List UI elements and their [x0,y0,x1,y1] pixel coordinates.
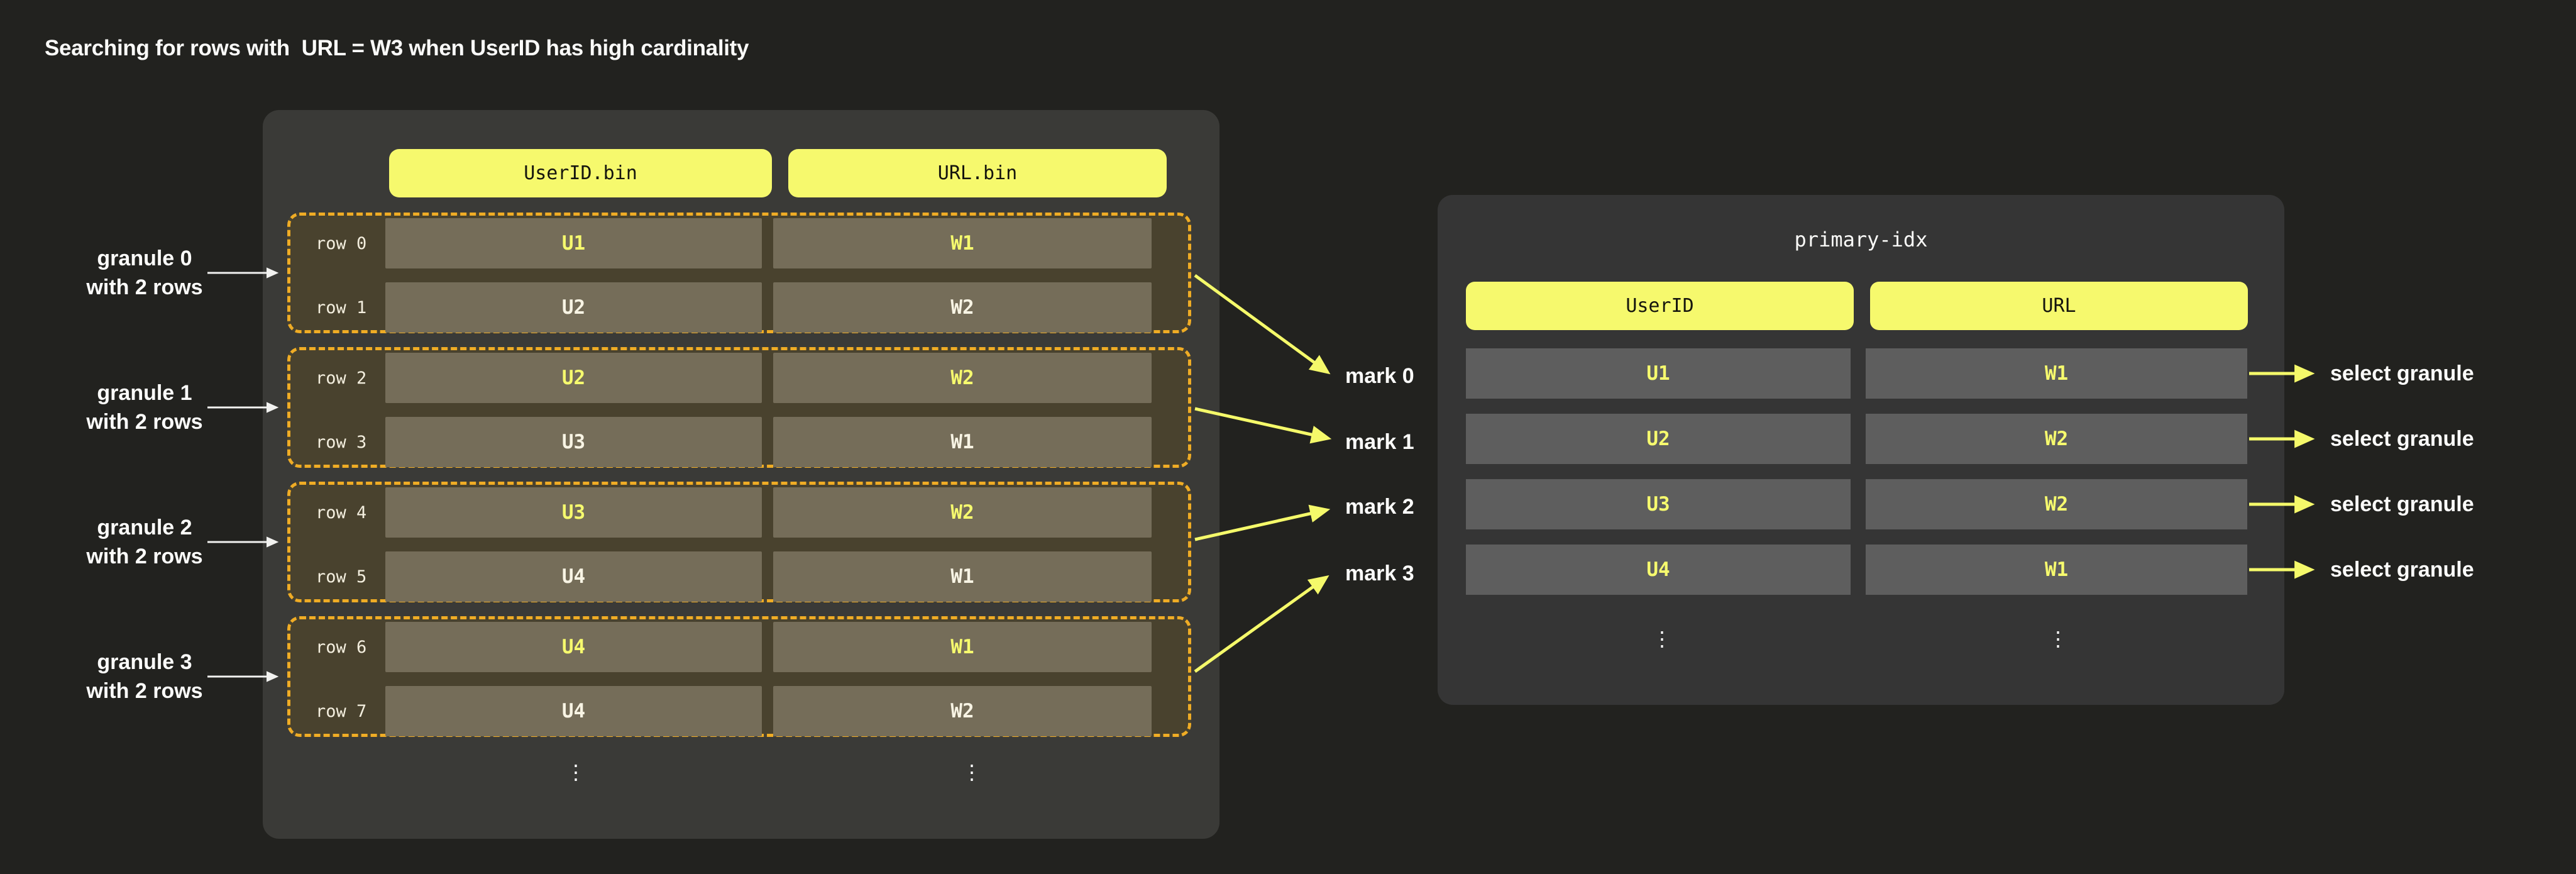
granule-label-line2: with 2 rows [86,679,203,703]
granule-label-line1: granule 1 [97,381,192,405]
mark-3-label: mark 3 [1345,561,1414,585]
mark-1-label: mark 1 [1345,430,1414,454]
select-granule-label-2: select granule [2330,492,2474,516]
index-userid-cell: U1 [1466,348,1851,399]
index-url-cell: W1 [1866,348,2247,399]
userid-cell: U4 [385,686,762,736]
url-bin-column-header: URL.bin [788,149,1167,197]
index-userid-cell: U3 [1466,479,1851,529]
index-url-ellipsis: ⋮ [2048,627,2068,651]
row-label: row 5 [316,567,367,587]
url-column-ellipsis: ⋮ [962,760,982,784]
row-label: row 7 [316,701,367,721]
index-url-cell: W1 [1866,545,2247,595]
row-label: row 6 [316,637,367,657]
userid-cell: U3 [385,487,762,538]
primary-index-title: primary-idx [1794,228,1928,252]
row-label: row 1 [316,297,367,318]
url-cell: W1 [773,551,1152,602]
granule-box-1: row 2 U2 W2 row 3 U3 W1 [287,347,1191,468]
userid-cell: U2 [385,353,762,403]
url-cell: W2 [773,686,1152,736]
url-cell: W1 [773,417,1152,467]
granule-label-line1: granule 2 [97,516,192,539]
granule-0-label: granule 0 with 2 rows [38,244,251,302]
userid-cell: U2 [385,282,762,333]
userid-cell: U4 [385,551,762,602]
granule-label-line2: with 2 rows [86,275,203,299]
granule-label-line1: granule 0 [97,246,192,270]
row-label: row 0 [316,233,367,253]
granule-3-label: granule 3 with 2 rows [38,648,251,705]
index-userid-cell: U2 [1466,414,1851,464]
row-label: row 2 [316,368,367,388]
url-cell: W2 [773,282,1152,333]
url-cell: W2 [773,487,1152,538]
userid-cell: U1 [385,218,762,268]
granule-box-2: row 4 U3 W2 row 5 U4 W1 [287,482,1191,602]
mark-2-label: mark 2 [1345,495,1414,519]
index-url-cell: W2 [1866,414,2247,464]
granule-label-line2: with 2 rows [86,545,203,568]
select-granule-label-1: select granule [2330,427,2474,451]
granule-box-3: row 6 U4 W1 row 7 U4 W2 [287,616,1191,737]
row-label: row 3 [316,432,367,452]
url-index-column-header: URL [1870,282,2248,330]
userid-column-ellipsis: ⋮ [566,760,586,784]
row-label: row 4 [316,502,367,523]
userid-index-column-header: UserID [1466,282,1854,330]
url-cell: W1 [773,622,1152,672]
granule-2-label: granule 2 with 2 rows [38,513,251,571]
url-cell: W1 [773,218,1152,268]
index-userid-cell: U4 [1466,545,1851,595]
page-title: Searching for rows with URL = W3 when Us… [45,36,749,60]
index-url-cell: W2 [1866,479,2247,529]
userid-cell: U3 [385,417,762,467]
granule-1-label: granule 1 with 2 rows [38,379,251,436]
index-userid-ellipsis: ⋮ [1652,627,1672,651]
granule-box-0: row 0 U1 W1 row 1 U2 W2 [287,213,1191,333]
select-granule-label-0: select granule [2330,362,2474,385]
granule-label-line1: granule 3 [97,650,192,674]
granule-label-line2: with 2 rows [86,410,203,434]
url-cell: W2 [773,353,1152,403]
userid-cell: U4 [385,622,762,672]
userid-bin-column-header: UserID.bin [389,149,772,197]
select-granule-label-3: select granule [2330,558,2474,582]
mark-0-label: mark 0 [1345,364,1414,388]
